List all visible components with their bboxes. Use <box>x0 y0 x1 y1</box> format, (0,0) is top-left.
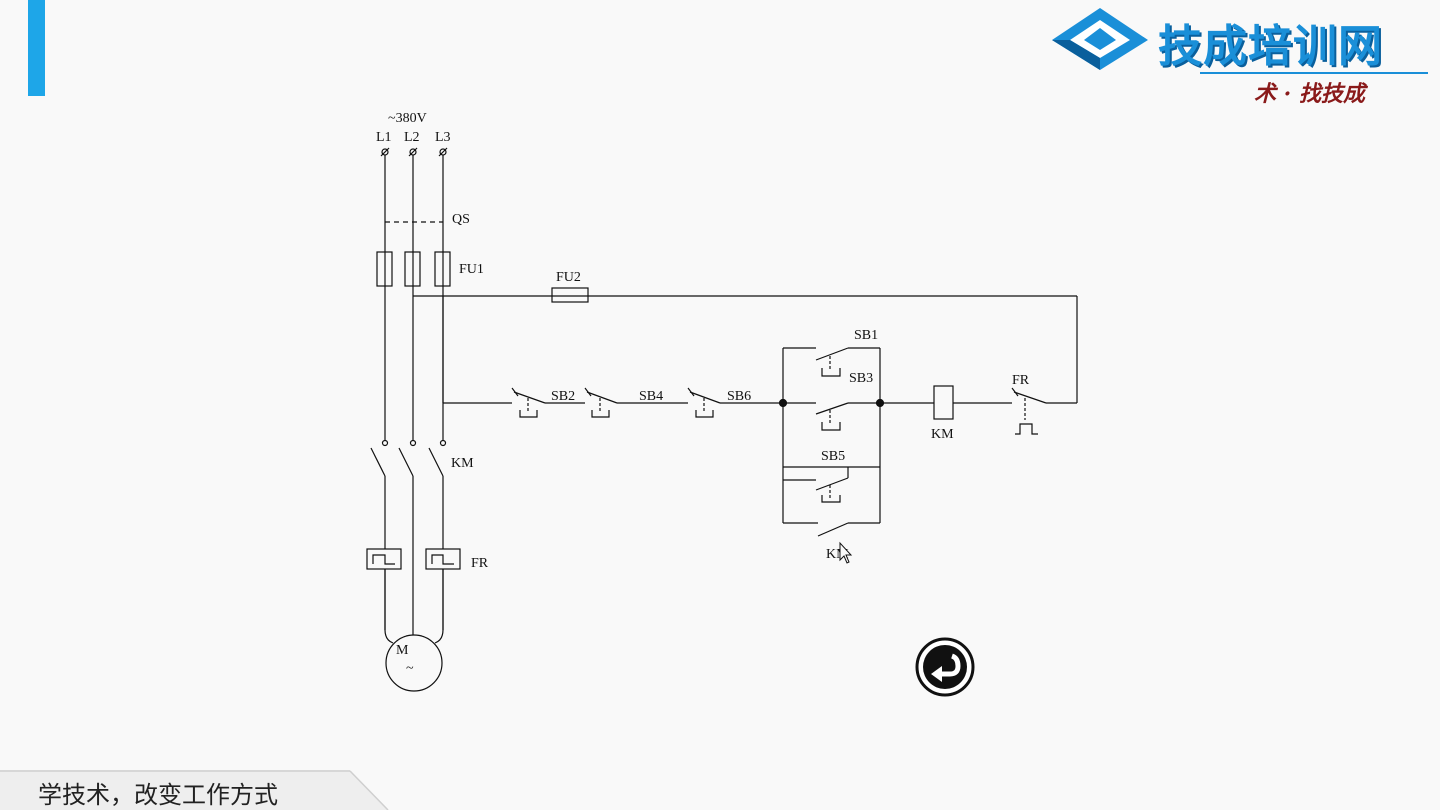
motor <box>385 634 443 692</box>
phase-label-l3: L3 <box>435 130 451 145</box>
supply-voltage-label: ~380V <box>388 111 427 126</box>
footer-bar <box>0 770 389 810</box>
main-power-lines <box>384 155 444 440</box>
mouse-cursor-icon <box>839 541 853 564</box>
sb5-start-button <box>783 466 880 503</box>
fu2-fuse <box>551 287 589 303</box>
motor-lead-l1 <box>384 629 394 644</box>
motor-lead-l3 <box>434 629 444 644</box>
sb4-label: SB4 <box>639 389 663 404</box>
phase-label-l2: L2 <box>404 130 420 145</box>
motor-m-label: M <box>396 643 409 658</box>
fu1-fuses <box>376 251 451 287</box>
sb3-start-button <box>783 402 880 431</box>
sb4-stop-button <box>584 387 618 418</box>
fr-thermal-contact <box>1011 387 1047 435</box>
logo-slogan: 术 · 找技成 <box>1254 81 1365 107</box>
sb1-label: SB1 <box>854 328 878 343</box>
sb6-stop-button <box>687 387 721 418</box>
sb3-label: SB3 <box>849 371 873 386</box>
sb1-start-button <box>783 347 880 377</box>
accent-bar <box>28 0 45 96</box>
km-main-label: KM <box>451 456 474 471</box>
brand-logo: 技成培训网 术 · 找技成 <box>1040 4 1432 107</box>
motor-tilde-label: ~ <box>406 661 414 676</box>
sb2-stop-button <box>511 387 546 418</box>
fu1-label: FU1 <box>459 262 484 277</box>
return-button[interactable] <box>914 636 976 698</box>
footer-slogan: 学技术，改变工作方式 <box>38 781 278 809</box>
qs-label: QS <box>452 212 470 227</box>
logo-divider <box>1200 72 1428 74</box>
supply-terminals <box>380 147 448 157</box>
km-coil-label: KM <box>931 427 954 442</box>
fr-thermal-elements <box>366 548 461 570</box>
return-arrow-icon <box>915 637 975 697</box>
logo-diamond-icon <box>1052 8 1148 70</box>
fr-contact-label: FR <box>1012 373 1030 388</box>
km-holding-contact <box>783 522 880 537</box>
sb6-label: SB6 <box>727 389 751 404</box>
fr-main-label: FR <box>471 556 489 571</box>
km-coil <box>933 385 954 420</box>
logo-name: 技成培训网 <box>1158 21 1383 72</box>
phase-label-l1: L1 <box>376 130 392 145</box>
sb2-label: SB2 <box>551 389 575 404</box>
km-main-contacts <box>370 439 447 477</box>
sb5-label: SB5 <box>821 449 845 464</box>
fu2-label: FU2 <box>556 270 581 285</box>
